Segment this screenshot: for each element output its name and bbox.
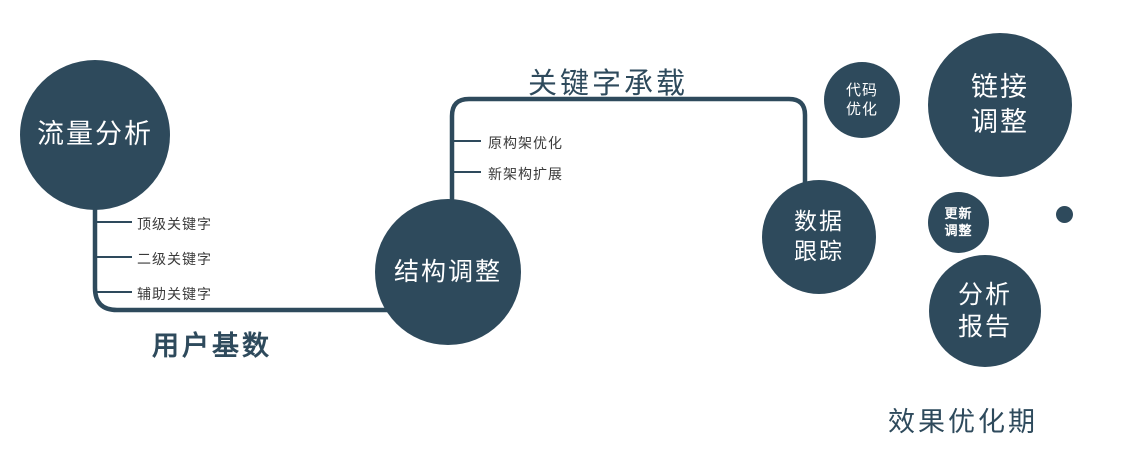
node-traffic-analysis: 流量分析 [20,60,170,210]
node-link-adjustment: 链接 调整 [928,33,1072,177]
edge-label-user-base: 用户基数 [152,331,272,361]
branch-label-orig-framework: 原构架优化 [488,135,563,151]
connector-keyword-bearing [449,96,808,205]
node-data-tracking-line2: 跟踪 [794,238,844,264]
node-code-optimization: 代码 优化 [824,62,900,138]
node-data-tracking-line1: 数据 [794,208,844,235]
node-update-adjustment: 更新 调整 [928,192,989,253]
branch-label-aux-keyword: 辅助关键字 [137,286,212,302]
node-link-adjustment-line1: 链接 [971,71,1029,102]
connector-user-base [92,195,392,313]
node-traffic-analysis-label: 流量分析 [37,119,153,150]
branch-label-top-keyword: 顶级关键字 [137,216,212,232]
node-dot [1056,206,1073,223]
node-update-adjustment-line1: 更新 [944,205,973,221]
node-link-adjustment-line2: 调整 [971,107,1029,137]
edge-label-keyword-bearing: 关键字承载 [528,68,689,100]
node-structure-adjustment: 结构调整 [375,199,521,345]
node-structure-adjustment-label: 结构调整 [393,257,502,286]
caption-effect-optimization-period: 效果优化期 [888,407,1038,437]
node-analysis-report-line2: 报告 [957,313,1012,341]
node-code-optimization-line2: 优化 [845,101,878,118]
node-analysis-report: 分析 报告 [929,255,1041,367]
node-update-adjustment-line2: 调整 [944,222,973,238]
node-analysis-report-line1: 分析 [957,280,1012,309]
branch-label-new-framework: 新架构扩展 [488,166,563,182]
node-code-optimization-line1: 代码 [845,81,878,99]
node-data-tracking: 数据 跟踪 [762,180,876,294]
branch-label-second-keyword: 二级关键字 [137,251,212,267]
